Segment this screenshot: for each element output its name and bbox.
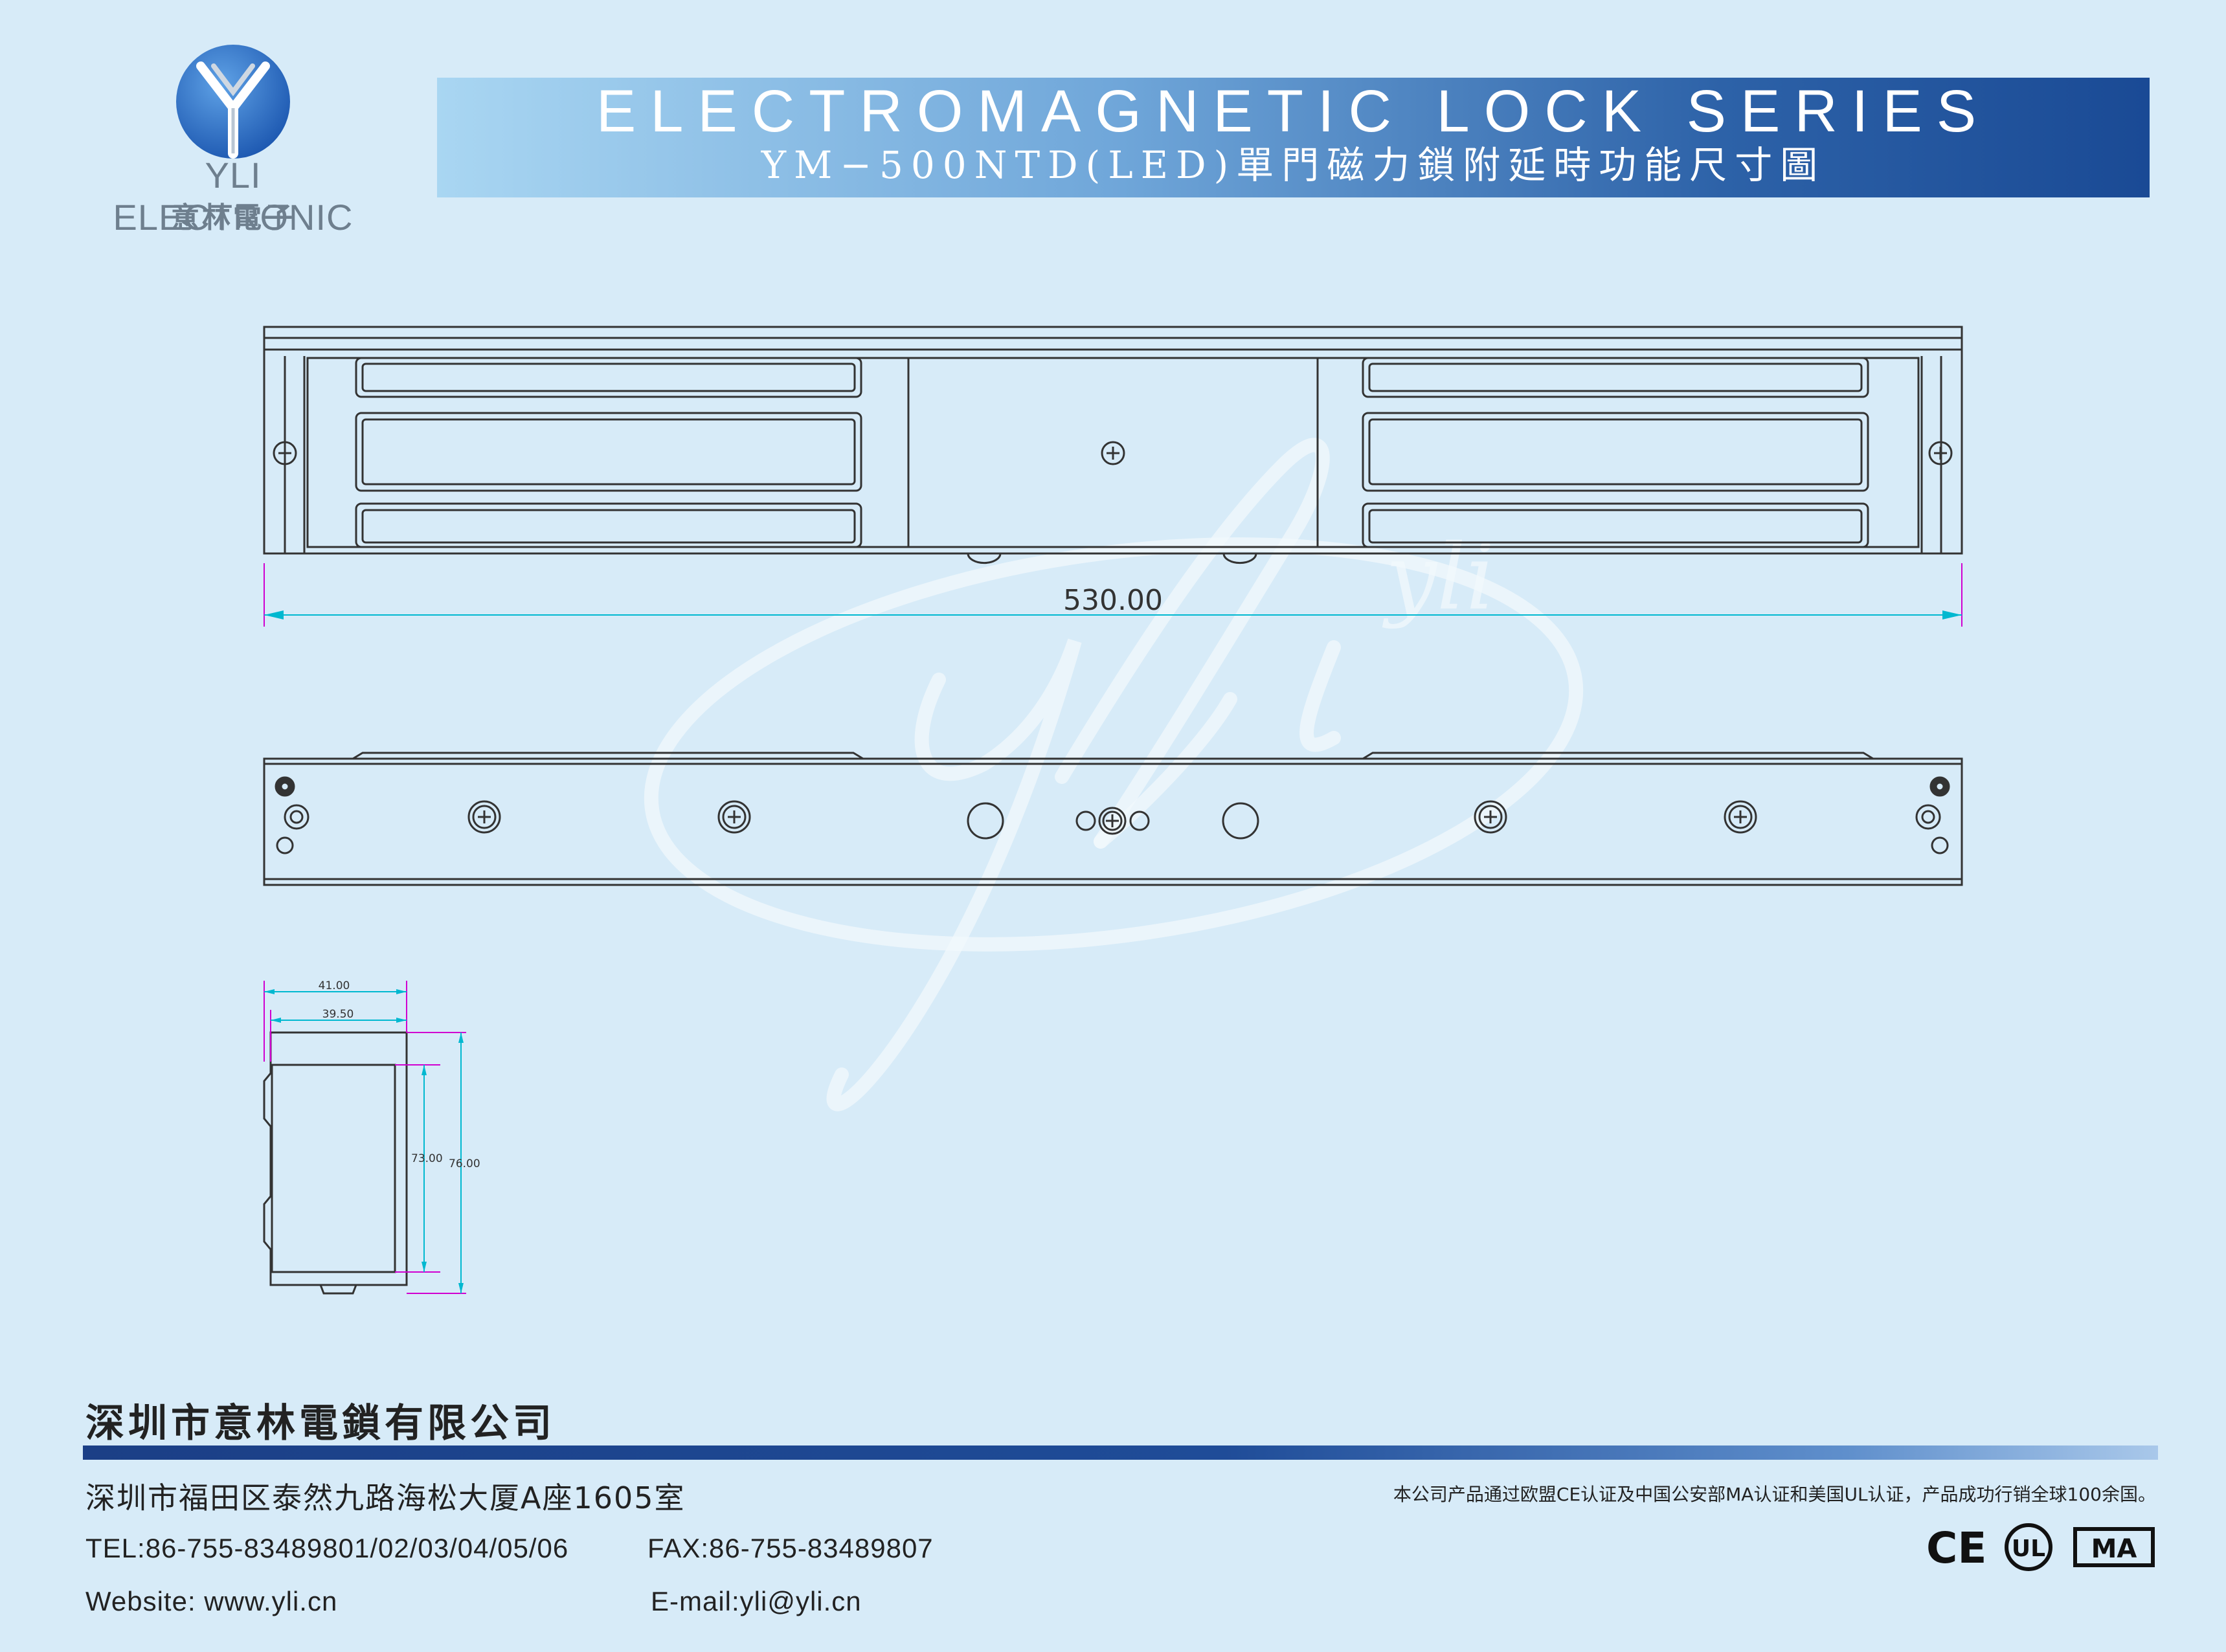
side-height-inner-label: 73.00	[411, 1152, 443, 1165]
fax: FAX:86-755-83489807	[647, 1533, 934, 1563]
front-view	[263, 326, 1963, 564]
side-view	[263, 1031, 408, 1295]
bottom-view	[263, 752, 1963, 886]
front-screw-left	[273, 441, 297, 465]
yli-y-logo-icon	[176, 45, 290, 159]
bottom-screws	[467, 800, 1757, 835]
ma-mark-icon: MA	[2073, 1527, 2155, 1567]
brand-name-en: YLI ELECTRONIC	[113, 155, 354, 238]
svg-text:UL: UL	[2012, 1535, 2045, 1562]
brand-name-cn: 意林電子	[171, 201, 295, 234]
side-width-inner-label: 39.50	[322, 1008, 354, 1021]
website[interactable]: Website: www.yli.cn	[85, 1586, 338, 1616]
company-name: 深圳市意林電鎖有限公司	[85, 1401, 556, 1446]
ul-mark-icon: UL	[2005, 1523, 2052, 1571]
header-subtitle: YM−500NTD(LED)單門磁力鎖附延時功能尺寸圖	[761, 143, 1826, 187]
footer-divider	[83, 1446, 2158, 1460]
side-height-outer-label: 76.00	[449, 1157, 480, 1170]
front-screw-center	[1101, 441, 1125, 465]
front-screw-right	[1928, 441, 1953, 465]
company-address: 深圳市福田区泰然九路海松大厦A座1605室	[85, 1480, 686, 1515]
certification-logos: CE UL MA	[1926, 1523, 2155, 1573]
svg-text:MA: MA	[2091, 1534, 2137, 1564]
svg-text:CE: CE	[1926, 1523, 1987, 1573]
length-dimension	[264, 563, 1962, 627]
telephone: TEL:86-755-83489801/02/03/04/05/06	[85, 1533, 569, 1563]
certification-note: 本公司产品通过欧盟CE认证及中国公安部MA认证和美国UL认证，产品成功行销全球1…	[1393, 1484, 2156, 1505]
side-width-outer-label: 41.00	[319, 979, 350, 992]
email[interactable]: E-mail:yli@yli.cn	[651, 1586, 862, 1616]
header-banner	[437, 78, 2150, 197]
technical-drawing: yli	[263, 326, 1963, 1295]
side-dimensions	[264, 981, 466, 1294]
length-dimension-label: 530.00	[1063, 584, 1163, 617]
bottom-mounting-holes	[275, 776, 1950, 854]
header-title: ELECTROMAGNETIC LOCK SERIES	[596, 78, 1991, 144]
ce-mark-icon: CE	[1926, 1523, 1987, 1573]
